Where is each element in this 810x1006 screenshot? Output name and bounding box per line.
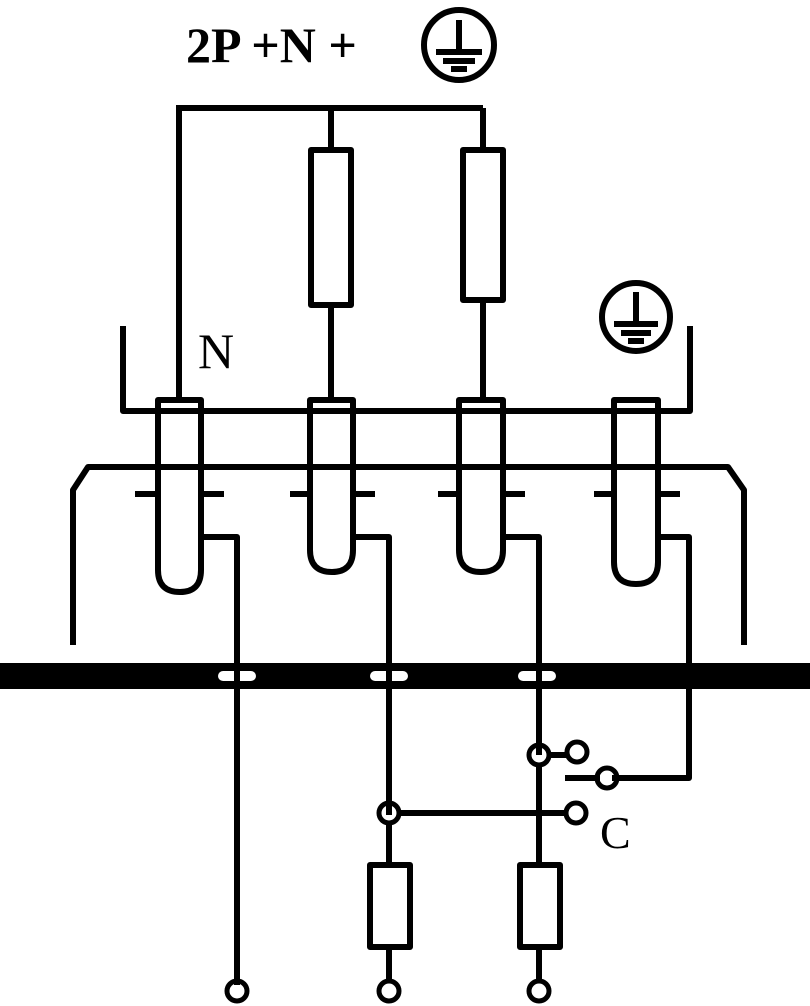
- pin-earth-icon: [599, 280, 673, 354]
- contact-switch: [376, 739, 620, 826]
- fuse-l1: [367, 862, 413, 980]
- socket-leads: [201, 534, 692, 985]
- fuse-l2: [517, 862, 563, 980]
- terminal-l2: [526, 978, 552, 1004]
- contact-label: C: [600, 807, 631, 858]
- lower-leads: [386, 765, 542, 865]
- mounting-plate: [0, 663, 810, 689]
- title-text: 2P +N +: [186, 17, 357, 73]
- element-l2: [460, 147, 506, 400]
- plug-housing-top: [120, 326, 693, 414]
- pin-l2: [438, 397, 525, 575]
- terminal-l1: [376, 978, 402, 1004]
- pin-pe: [594, 397, 680, 587]
- element-l1: [308, 147, 354, 400]
- pin-l1: [290, 397, 375, 575]
- title-earth-icon: [421, 7, 497, 83]
- terminal-n: [224, 978, 250, 1004]
- socket-housing: [70, 464, 747, 645]
- neutral-label: N: [198, 323, 234, 379]
- top-wiring: [176, 105, 486, 400]
- pin-n: [135, 397, 224, 595]
